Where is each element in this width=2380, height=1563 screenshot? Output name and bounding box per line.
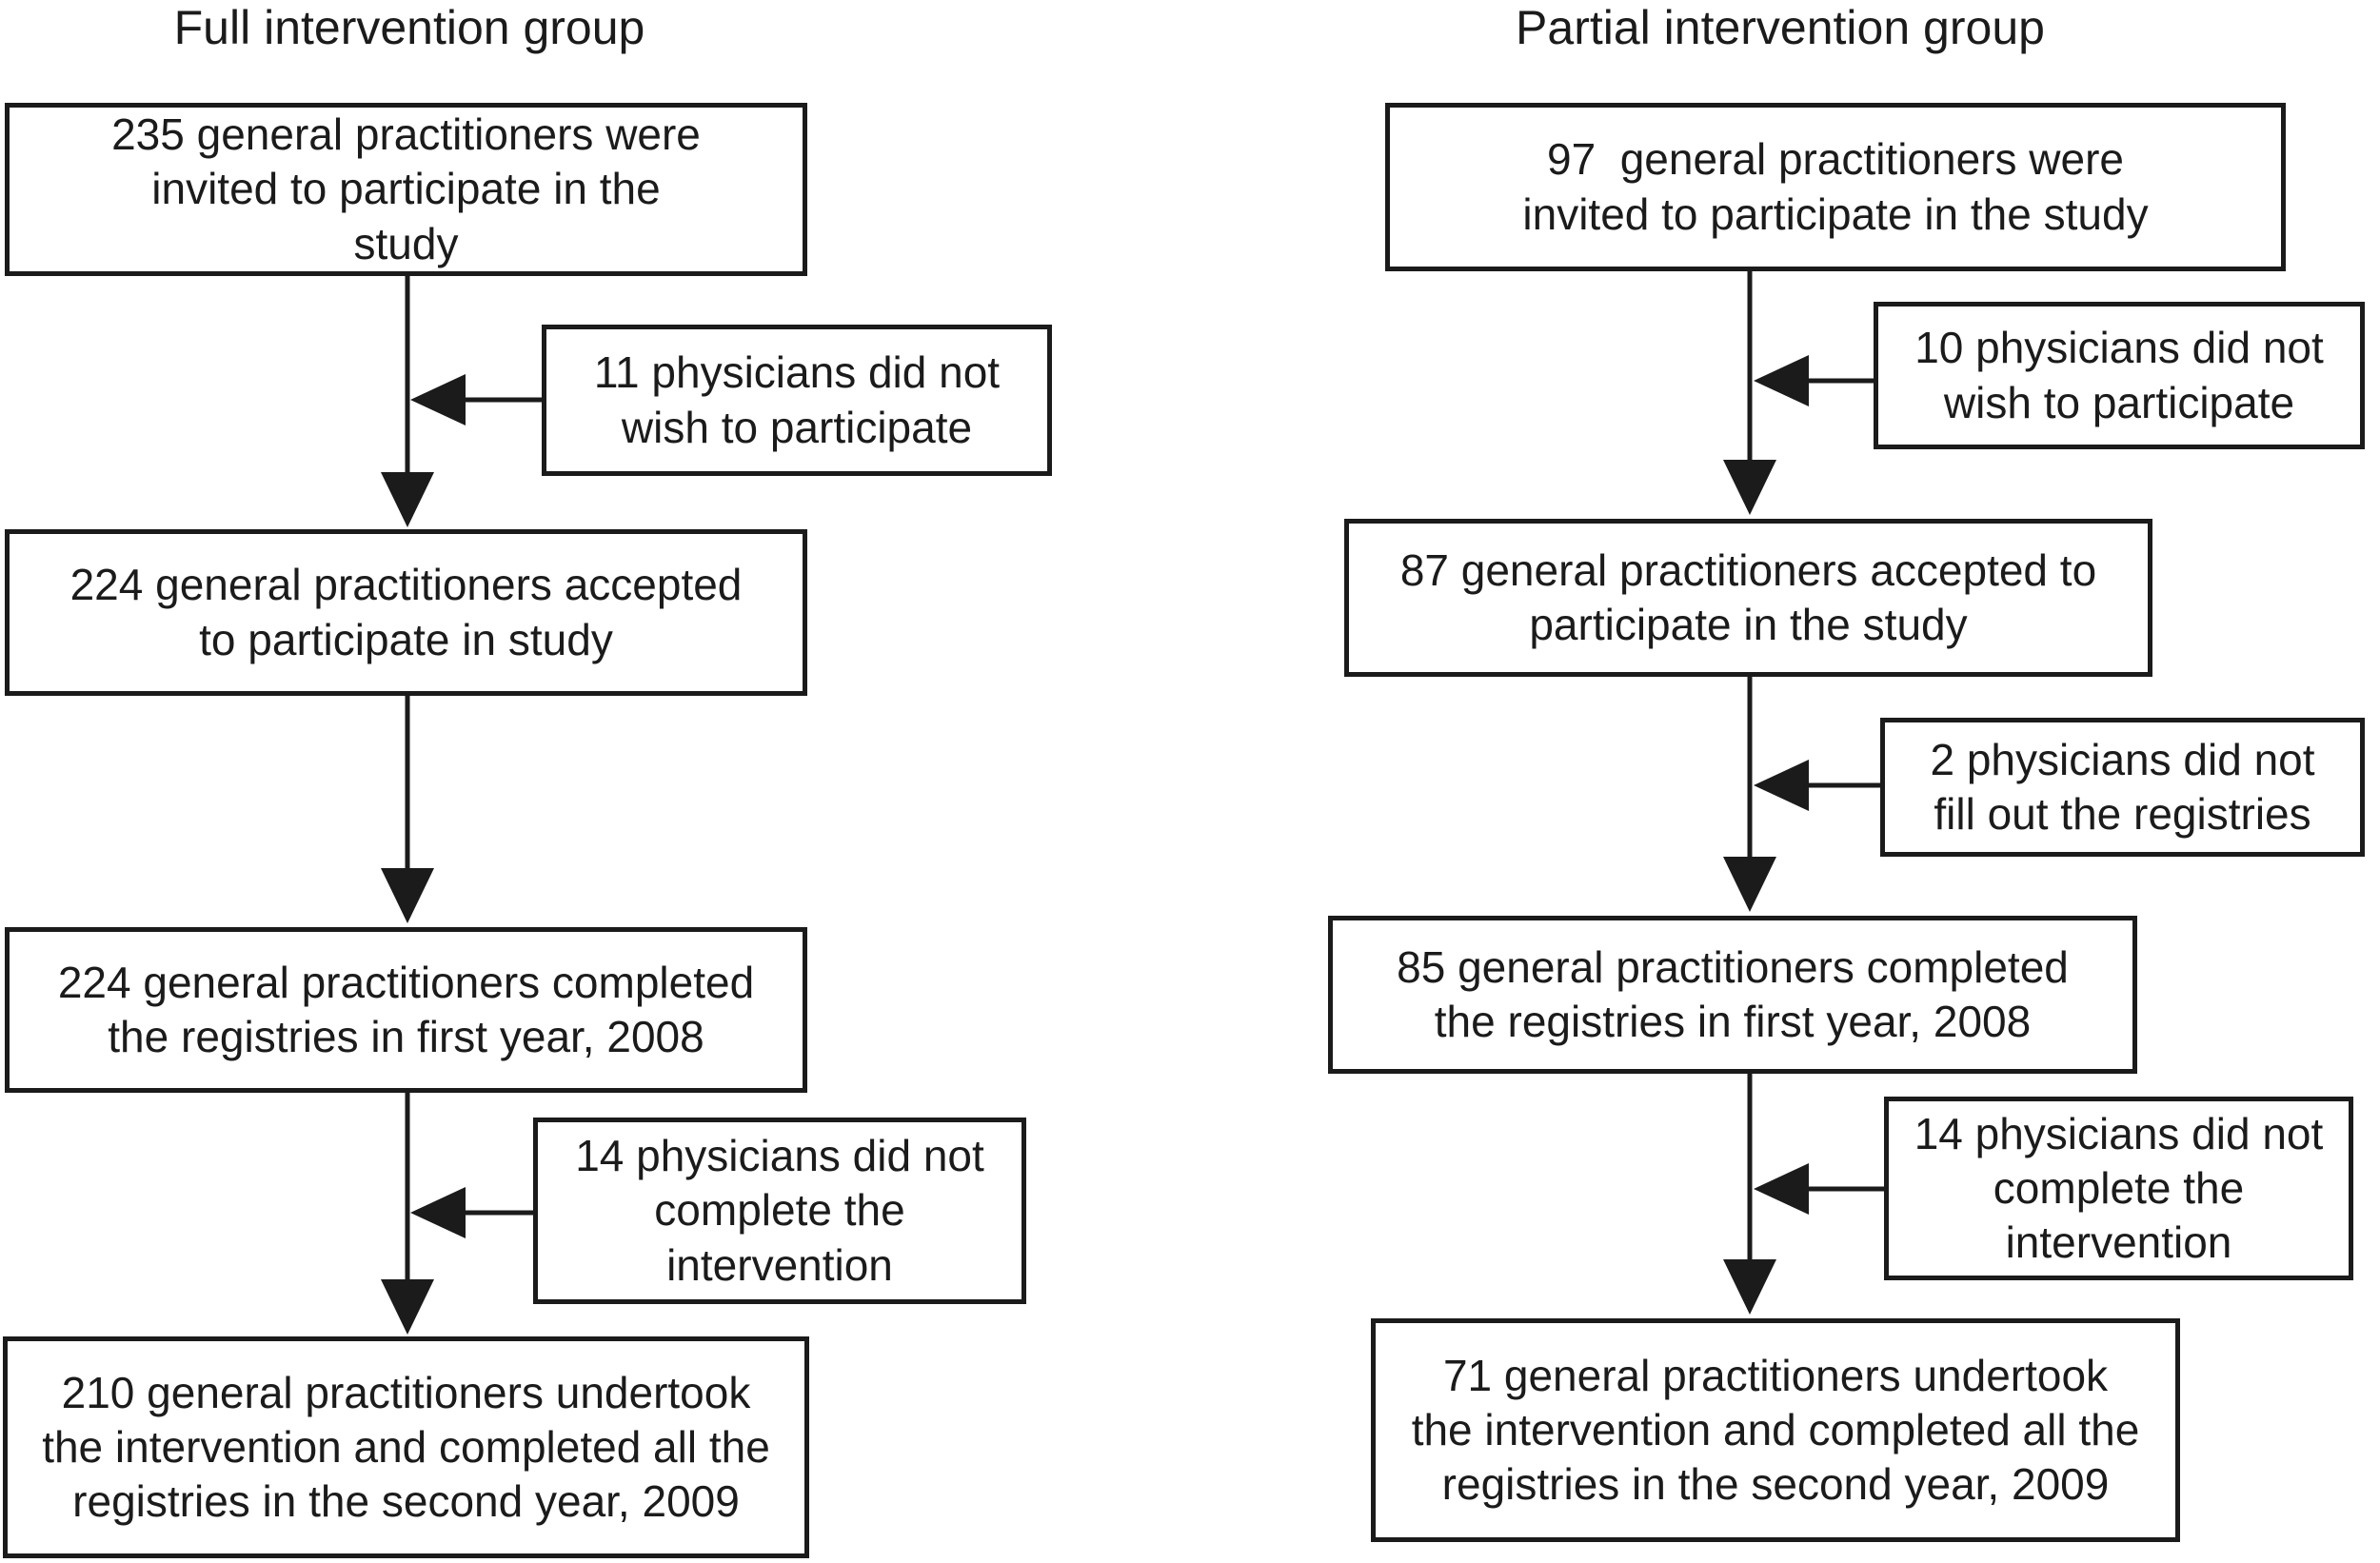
partial-box-accepted: 87 general practitioners accepted to par… <box>1344 519 2152 677</box>
partial-box-no-registries: 2 physicians did not fill out the regist… <box>1880 718 2365 857</box>
partial-box-final-2009: 71 general practitioners undertook the i… <box>1371 1318 2180 1542</box>
full-arrow-invited-to-accepted <box>381 276 434 527</box>
full-arrow-registries-to-final <box>381 1093 434 1335</box>
partial-box-not-completed: 14 physicians did not complete the inter… <box>1884 1097 2353 1280</box>
partial-arrow-invited-to-accepted <box>1723 271 1776 515</box>
partial-group-title: Partial intervention group <box>1516 1 2045 54</box>
full-box-registries-2008: 224 general practitioners completed the … <box>5 927 807 1093</box>
partial-arrow-notcompleted-branch <box>1754 1163 1884 1215</box>
partial-box-invited: 97 general practitioners were invited to… <box>1385 103 2286 271</box>
partial-arrow-accepted-to-registries <box>1723 677 1776 912</box>
full-arrow-accepted-to-registries <box>381 696 434 923</box>
full-group-title: Full intervention group <box>173 1 645 54</box>
full-arrow-declined-branch <box>410 374 542 425</box>
full-box-not-completed: 14 physicians did not complete the inter… <box>533 1118 1026 1304</box>
full-box-final-2009: 210 general practitioners undertook the … <box>3 1336 809 1558</box>
partial-box-declined: 10 physicians did not wish to participat… <box>1874 302 2365 449</box>
partial-box-registries-2008: 85 general practitioners completed the r… <box>1328 916 2137 1074</box>
partial-arrow-noregistries-branch <box>1754 760 1880 811</box>
full-box-accepted: 224 general practitioners accepted to pa… <box>5 529 807 696</box>
partial-arrow-registries-to-final <box>1723 1074 1776 1315</box>
partial-arrow-declined-branch <box>1754 355 1874 406</box>
full-box-declined: 11 physicians did not wish to participat… <box>542 325 1052 476</box>
full-arrow-notcompleted-branch <box>410 1187 533 1238</box>
full-box-invited: 235 general practitioners were invited t… <box>5 103 807 276</box>
